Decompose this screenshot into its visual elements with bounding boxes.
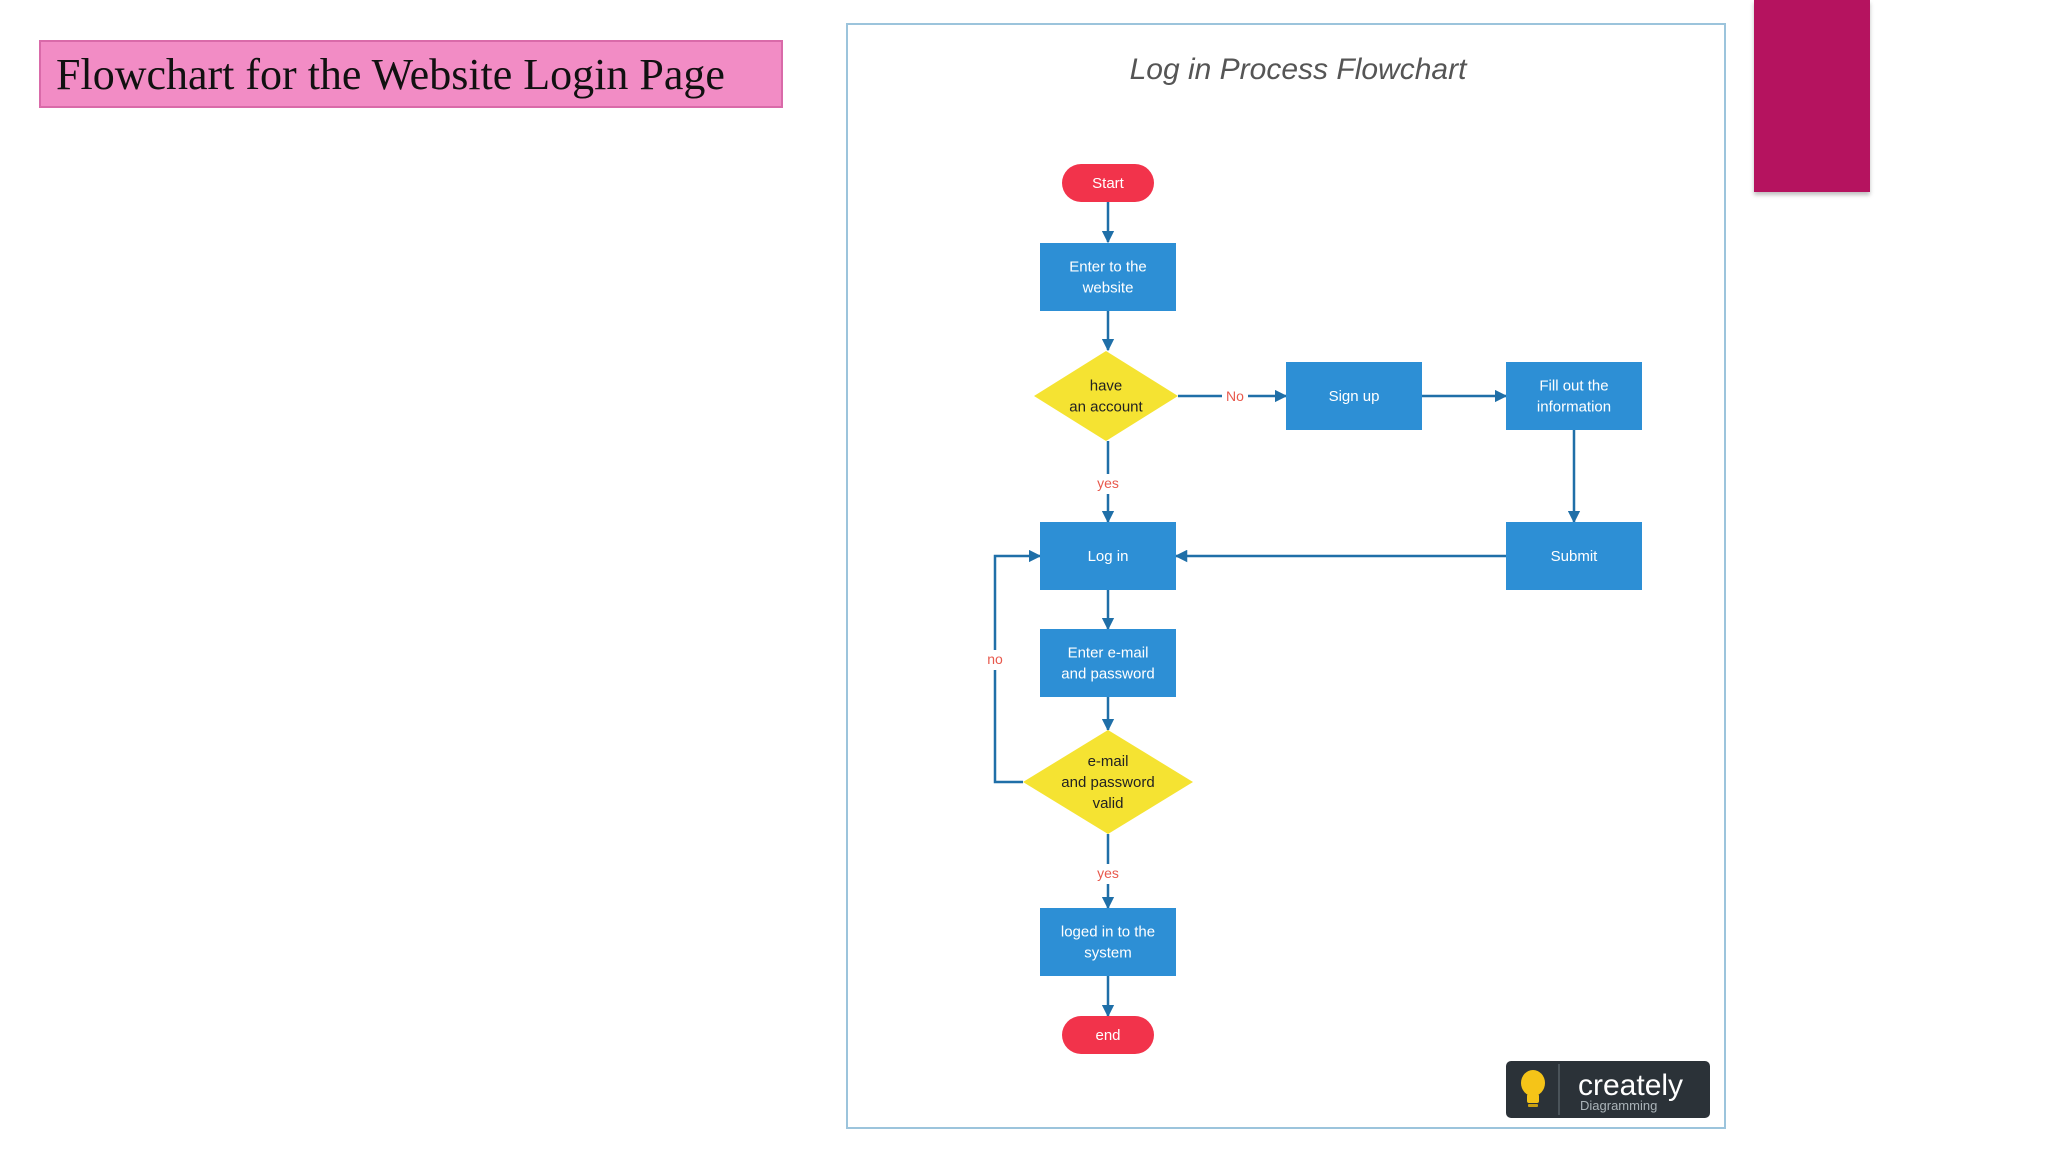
node-label: Submit (1551, 548, 1599, 565)
edge-label-no: no (987, 651, 1003, 667)
accent-bar (1754, 0, 1870, 192)
node-label: Log in (1088, 548, 1129, 565)
node-sign-up: Sign up (1286, 362, 1422, 430)
watermark-tagline: Diagramming (1580, 1098, 1657, 1113)
edges (993, 202, 1581, 1018)
edge-label-no: No (1226, 388, 1244, 404)
node-label: Sign up (1329, 388, 1380, 405)
node-submit: Submit (1506, 522, 1642, 590)
edge-label-yes: yes (1097, 865, 1119, 881)
node-log-in: Log in (1040, 522, 1176, 590)
creately-watermark: creately Diagramming (1506, 1061, 1710, 1118)
node-label: end (1095, 1027, 1120, 1044)
node-label: Start (1092, 175, 1125, 192)
slide-title: Flowchart for the Website Login Page (39, 40, 783, 108)
node-start: Start (1062, 164, 1154, 202)
diagram-title: Log in Process Flowchart (1130, 53, 1468, 86)
lightbulb-icon (1521, 1070, 1545, 1107)
node-end: end (1062, 1016, 1154, 1054)
edge-label-yes: yes (1097, 475, 1119, 491)
edge-labels: No yes no yes (982, 387, 1248, 884)
watermark-brand: creately (1578, 1069, 1683, 1102)
